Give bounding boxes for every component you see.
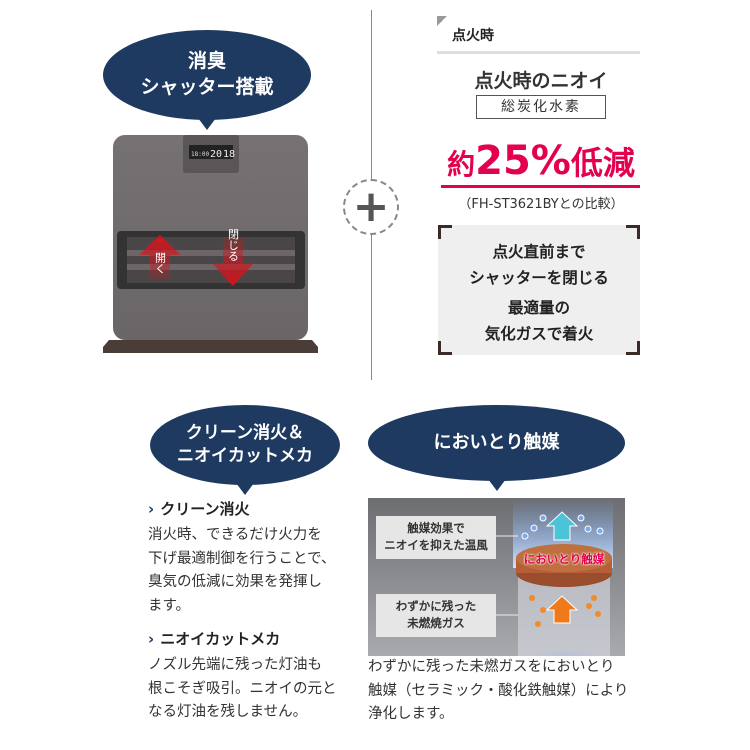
chevron-right-icon: › [148,630,155,648]
info-box: 点火直前まで シャッターを閉じる 最適量の 気化ガスで着火 [438,225,640,355]
close-label: 閉じる [227,228,240,261]
info-line: 気化ガスで着火 [484,325,594,343]
feature-bubble-catalyst: においとり触媒 [368,405,625,491]
smell-box: 総炭化水素 [476,95,606,119]
section-tag: 点火時 [452,28,494,44]
bubble-line: クリーン消火＆ [185,423,305,444]
display-setting: 18 [223,149,235,160]
para-line: 根こそぎ吸引。ニオイの元と [148,680,337,697]
section-heading: ›クリーン消火 [148,500,250,518]
info-line: 点火直前まで [492,243,586,261]
heater-illustration: 18:00 20 18 開く 閉じる [103,133,318,355]
reduction-underline [441,185,640,188]
feature-bubble-clean-extinguish: クリーン消火＆ ニオイカットメカ [150,405,340,495]
para-line: ノズル先端に残った灯油も [148,657,322,673]
bubble-line: 消臭 [187,50,226,73]
para-line: ます。 [148,597,191,614]
catalyst-diagram: 触媒効果で ニオイを抑えた温風 わずかに残った 未燃焼ガス においとり触媒 [368,498,625,656]
para-line: 下げ最適制御を行うことで、 [148,550,336,567]
corner-triangle-icon [437,16,447,26]
reduction-headline: 約25%低減 [437,138,645,184]
para-line: なる灯油を残しません。 [148,704,308,720]
display-temp: 20 [210,149,222,160]
para-line: 臭気の低減に効果を発揮し [148,574,322,590]
clean-extinguish-section: ›クリーン消火 消火時、できるだけ火力を 下げ最適制御を行うことで、 臭気の低減… [148,498,358,725]
info-line: シャッターを閉じる [469,269,609,287]
display-time: 18:00 [191,151,209,158]
para-line: 消火時、できるだけ火力を [148,527,322,543]
plus-icon: + [343,179,399,235]
catalyst-caption: わずかに残った未燃ガスをにおいとり 触媒（セラミック・酸化鉄触媒）により 浄化し… [368,659,629,722]
bubble-line: ニオイカットメカ [177,446,313,466]
tag-underline [437,51,640,54]
comparison-note: （FH-ST3621BYとの比較） [458,197,624,212]
smell-title: 点火時のニオイ [474,70,608,92]
info-line: 最適量の [507,299,570,317]
label-unburned-gas: わずかに残った 未燃焼ガス [376,594,496,637]
section-heading: ›ニオイカットメカ [148,630,281,648]
open-label: 開く [154,252,167,274]
reduction-prefix: 約 [447,148,476,181]
catalyst-label: においとり触媒 [523,552,605,566]
chevron-right-icon: › [148,500,155,518]
reduction-value: 25% [475,138,571,184]
bubble-line: シャッター搭載 [140,76,274,98]
feature-bubble-deodorizing-shutter: 消臭 シャッター搭載 [103,30,311,130]
reduction-suffix: 低減 [570,144,635,182]
label-treated-air: 触媒効果で ニオイを抑えた温風 [376,516,496,559]
